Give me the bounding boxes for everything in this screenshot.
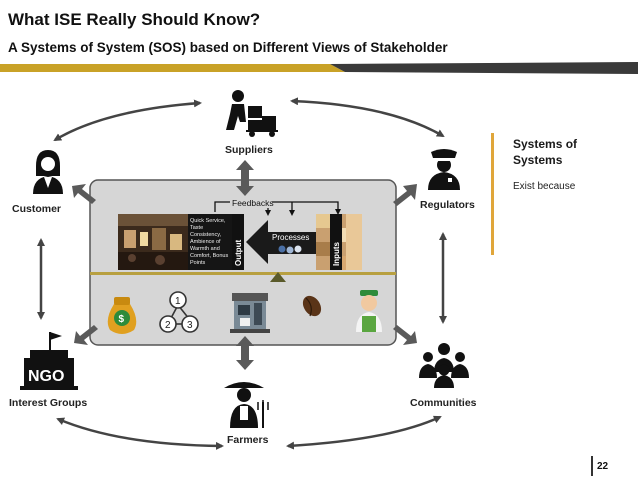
block-arrows [72,160,417,370]
block-arrow-communities [393,325,417,345]
divider-marker [270,272,286,282]
customer-icon [33,150,63,194]
customer-label: Customer [12,203,62,215]
communities-label: Communities [410,397,477,409]
output-text-box [188,214,232,270]
processes-icon [278,245,302,254]
inputs-swatch [316,214,331,228]
arrow-farmers-communities [286,415,442,450]
block-arrow-farmers [236,336,254,370]
output-text-line: Consistency, [190,232,222,238]
output-text-line: Quick Service, [190,218,226,224]
suppliers-icon [226,90,278,137]
inputs-image-right [346,214,362,270]
ngo-building-icon [20,332,78,390]
header-band [0,62,638,74]
block-arrow-suppliers [236,160,254,196]
header-band-dark [330,62,638,74]
communities-icon [419,343,469,388]
processes-arrow [246,220,328,264]
page-number: 22 [597,461,609,472]
page-number-rule [591,456,593,476]
regulators-label: Regulators [420,199,475,211]
panel-divider [90,272,396,275]
coffee-bean-icon [302,295,322,317]
inputs-swatch [316,242,331,256]
output-text-line: Taste [190,225,203,231]
steps-123-icon [159,291,199,333]
output-bar [232,214,244,270]
output-text-line: Ambience of [190,239,221,245]
sidebar-note: Exist because [513,181,576,192]
slide-title: What ISE Really Should Know? [8,10,261,29]
svg-text:3: 3 [187,320,193,331]
restaurant-image [118,214,188,270]
arrow-interest-groups-farmers [56,417,224,450]
inputs-label: Inputs [332,241,341,266]
feedbacks-label-bg [230,196,272,208]
output-text-line: Warmth and [190,246,220,252]
arrow-suppliers-customer [53,99,202,142]
svg-text:$: $ [119,314,125,325]
block-arrow-regulators [393,184,417,206]
interest-groups-label: Interest Groups [9,397,88,409]
output-label: Output [234,239,243,266]
output-text-line: Comfort, Bonus [190,253,228,259]
slide-subtitle: A Systems of System (SOS) based on Diffe… [8,40,448,55]
coffee-machine-icon [230,293,270,333]
farmer-icon [224,382,269,428]
processes-label: Processes [272,233,309,242]
barista-icon [356,290,382,332]
sidebar-accent-rule [491,133,494,255]
inputs-bar [330,214,342,270]
arrow-suppliers-regulators [290,97,445,138]
sidebar-heading: Systems of Systems [513,137,578,167]
output-text-line: Points [190,260,206,266]
feedbacks-label: Feedbacks [232,198,274,208]
svg-text:2: 2 [165,320,171,331]
farmers-label: Farmers [227,434,269,446]
ngo-label: NGO [28,368,64,385]
money-bag-icon: $ [107,297,137,334]
header-band-gold [0,64,345,72]
block-arrow-customer [72,184,96,204]
output-text-lines: Quick Service, Taste Consistency, Ambien… [190,218,228,266]
steps-123-numbers: 1 2 3 [165,296,193,331]
suppliers-label: Suppliers [225,144,273,156]
block-arrow-interest-groups [74,325,98,345]
regulators-icon [428,149,460,190]
svg-text:1: 1 [175,296,181,307]
